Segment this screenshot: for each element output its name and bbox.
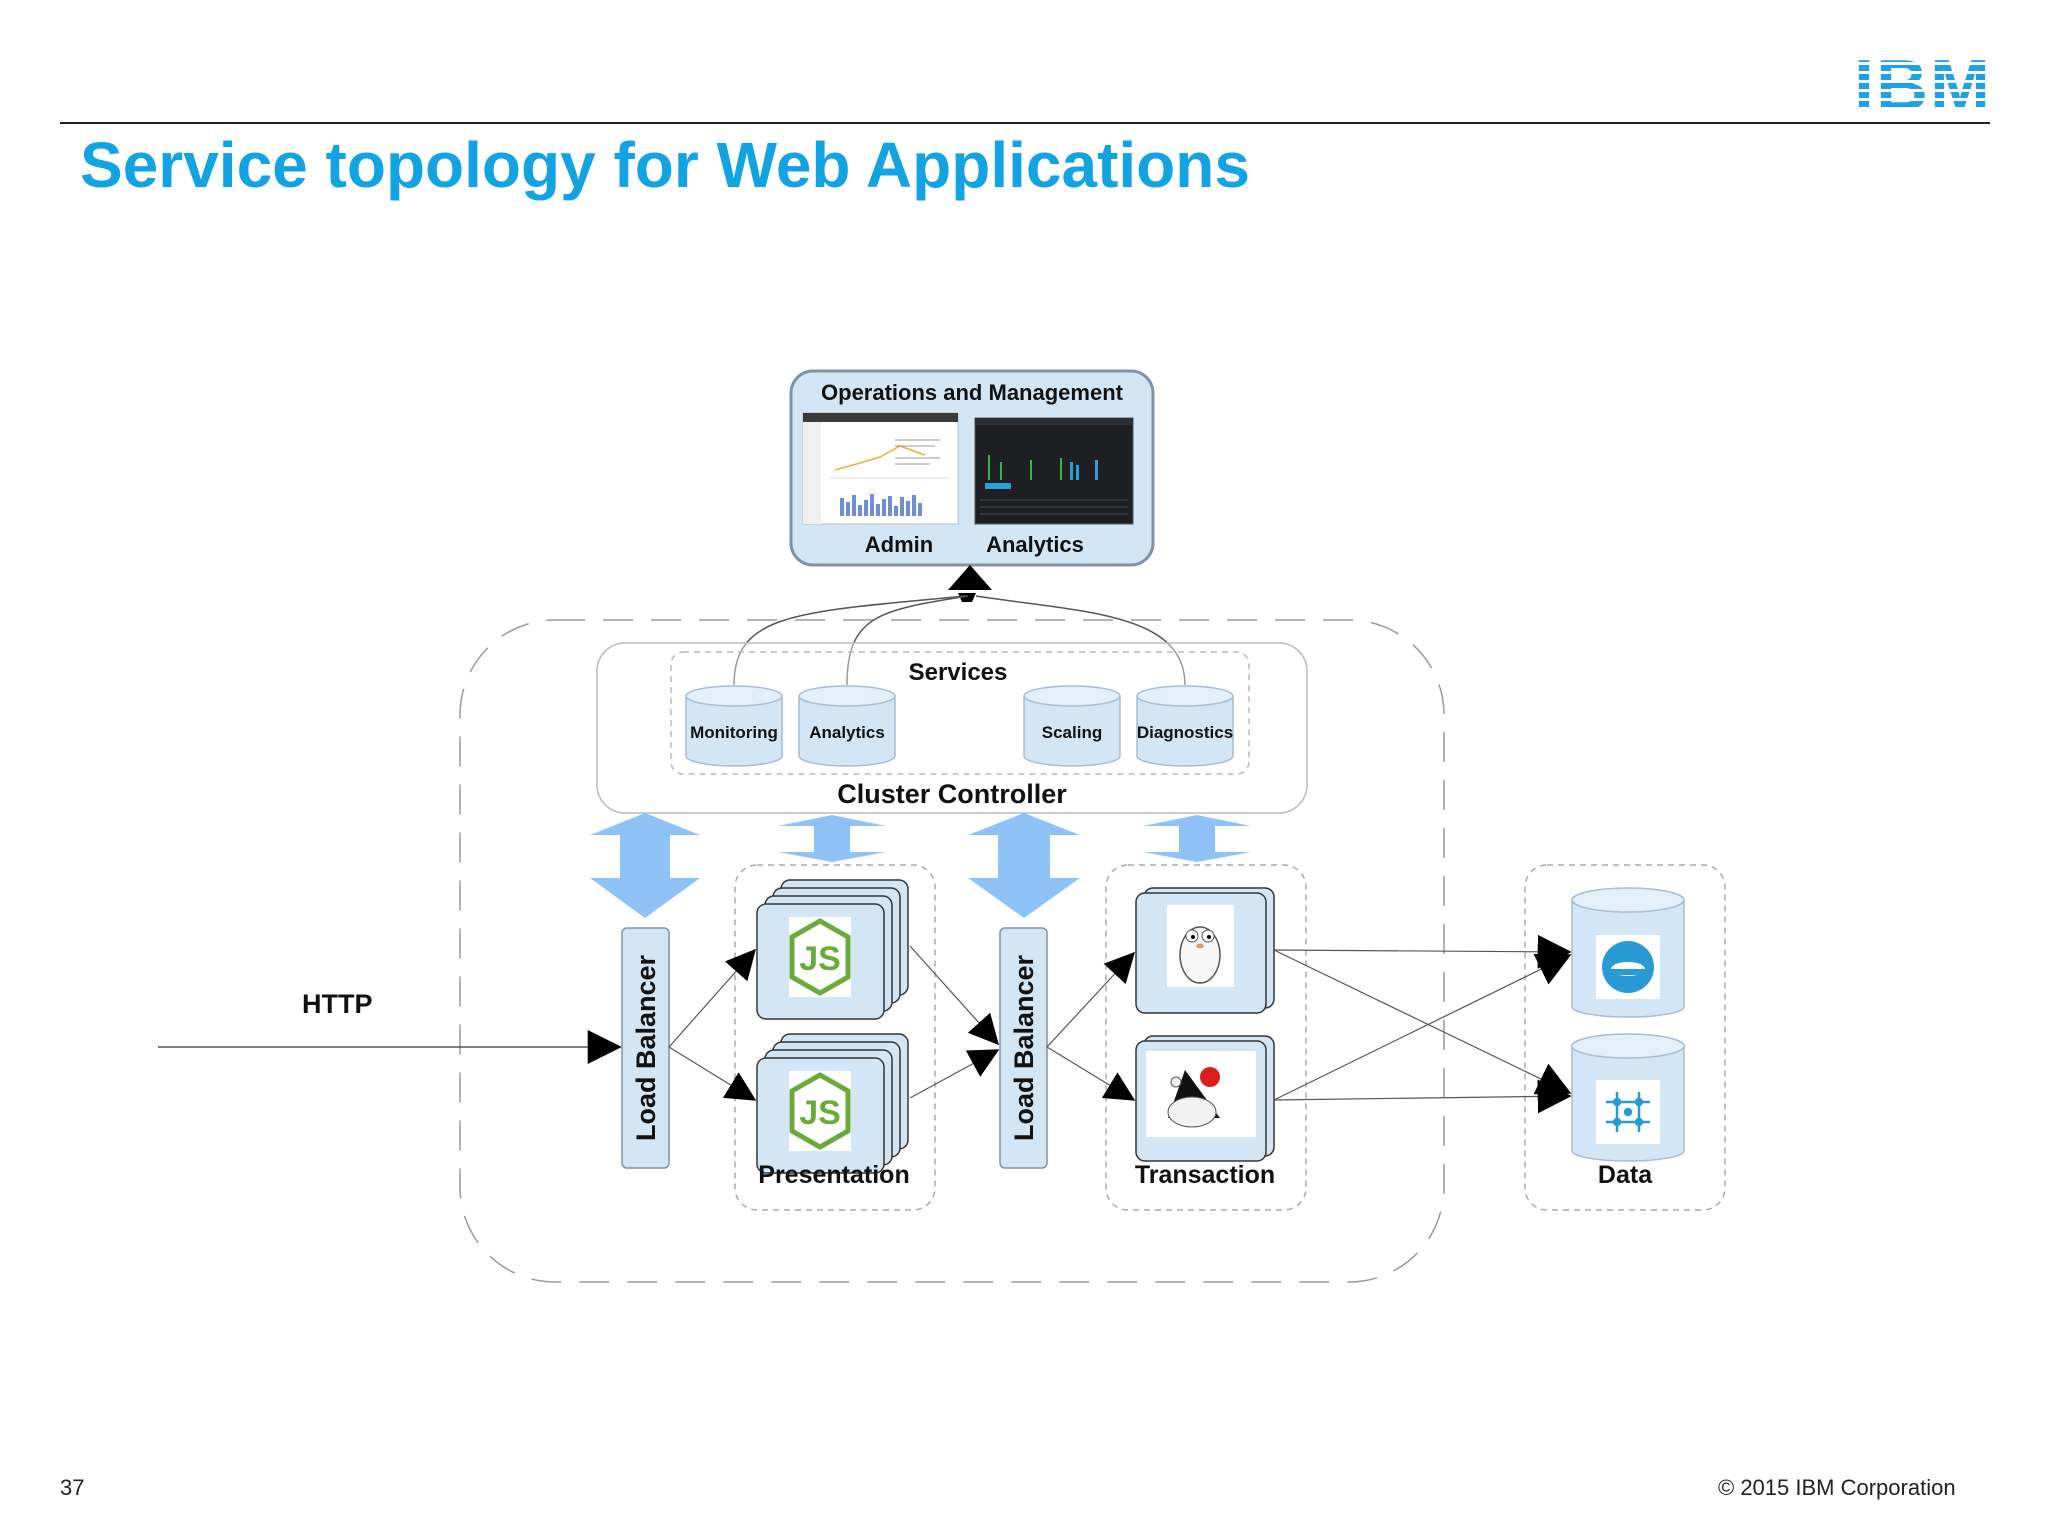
controller-transaction-arrow: [1143, 815, 1251, 862]
svg-text:Monitoring: Monitoring: [690, 723, 778, 742]
java-service-node: [1135, 1035, 1275, 1162]
load-balancer-2: Load Balancer: [999, 927, 1048, 1169]
ops-title: Operations and Management: [821, 380, 1124, 405]
data-label: Data: [1598, 1161, 1653, 1189]
copyright: © 2015 IBM Corporation: [1718, 1475, 1956, 1500]
svg-text:JS: JS: [799, 1094, 841, 1132]
admin-screenshot: [802, 412, 959, 525]
data-store-network: [1571, 1033, 1685, 1162]
transaction-group: [1105, 864, 1307, 1211]
load-balancer-1-label: Load Balancer: [631, 954, 661, 1141]
flow-connectors: [668, 934, 1572, 1114]
svg-text:Scaling: Scaling: [1042, 723, 1102, 742]
slide-title: Service topology for Web Applications: [80, 129, 1250, 201]
controller-lb1-arrow: [590, 813, 700, 918]
service-scaling: Scaling: [1023, 685, 1121, 767]
svg-text:Diagnostics: Diagnostics: [1137, 723, 1233, 742]
services-dashed-group: [670, 651, 1250, 775]
nodejs-node-1: JS: [756, 879, 909, 1020]
service-monitoring: Monitoring: [685, 685, 783, 767]
analytics-screenshot: [974, 417, 1134, 525]
nodejs-node-2: JS: [756, 1033, 909, 1174]
ibm-logo: IBM: [1854, 46, 1992, 126]
service-diagnostics: Diagnostics: [1136, 685, 1234, 767]
operations-management-box: Operations and Management: [789, 369, 1155, 567]
admin-label: Admin: [865, 532, 933, 557]
presentation-label: Presentation: [758, 1161, 909, 1189]
presentation-group: [734, 864, 936, 1211]
service-analytics: Analytics: [798, 685, 896, 767]
network-db-icon: [1606, 1092, 1650, 1132]
nodejs-icon: [789, 918, 851, 996]
duke-java-icon: [1167, 1067, 1220, 1128]
go-service-node: [1135, 887, 1275, 1014]
header-rule: [60, 122, 1990, 124]
page-number: 37: [60, 1475, 85, 1500]
data-store-cloud: [1571, 887, 1685, 1018]
svg-text:JS: JS: [799, 940, 841, 978]
http-label: HTTP: [302, 989, 373, 1019]
nodejs-icon: [789, 1072, 851, 1150]
controller-lb2-arrow: [968, 813, 1080, 918]
cluster-controller-label: Cluster Controller: [837, 779, 1067, 809]
transaction-label: Transaction: [1135, 1161, 1275, 1189]
cluster-controller-box: Services Monitoring Analytics Scaling Di…: [596, 642, 1308, 814]
gopher-icon: [1179, 926, 1221, 984]
load-balancer-2-label: Load Balancer: [1009, 954, 1039, 1141]
services-title: Services: [909, 659, 1008, 686]
service-to-ops-links: [733, 595, 1186, 686]
load-balancer-1: Load Balancer: [621, 927, 670, 1169]
ops-inbound-arrow: [948, 565, 992, 602]
data-group: [1524, 864, 1726, 1211]
analytics-label: Analytics: [986, 532, 1084, 557]
svg-text:Analytics: Analytics: [809, 723, 885, 742]
controller-presentation-arrow: [778, 815, 886, 862]
